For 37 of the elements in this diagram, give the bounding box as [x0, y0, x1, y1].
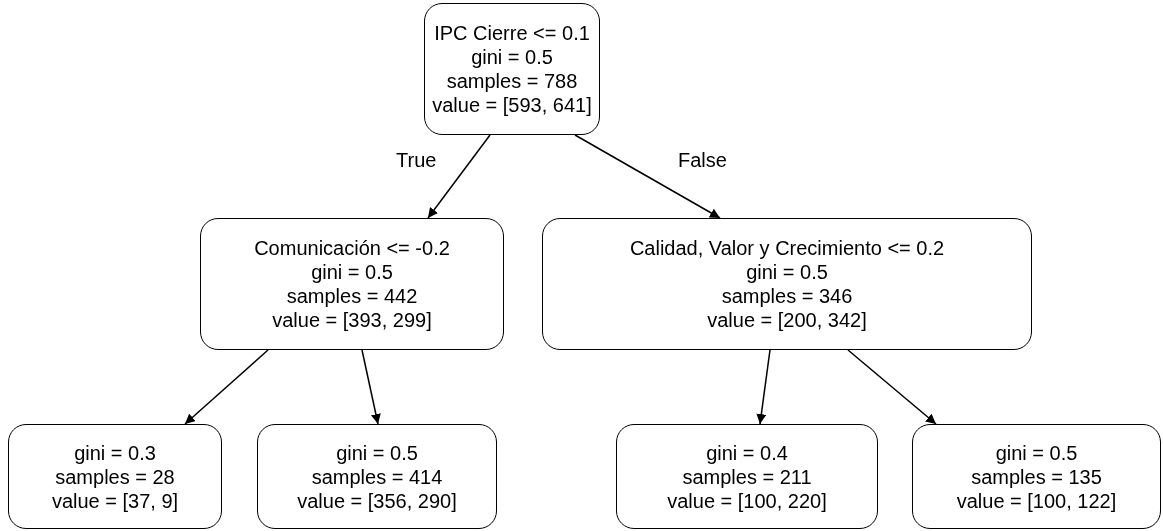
node-text: value = [200, 342] [707, 308, 867, 332]
decision-node-box [200, 218, 504, 350]
node-text: samples = 788 [446, 69, 578, 93]
node-text: value = [100, 122] [956, 488, 1117, 513]
node-text: value = [100, 220] [667, 488, 827, 513]
decision-node-box [912, 424, 1161, 529]
node-text: gini = 0.5 [471, 45, 553, 69]
node-text: samples = 28 [55, 464, 175, 489]
node-text: Comunicación <= -0.2 [254, 236, 450, 260]
node-text: gini = 0.5 [336, 440, 418, 465]
node-text: samples = 442 [286, 284, 418, 308]
decision-node-box [616, 424, 878, 529]
node-text: value = [593, 641] [432, 93, 592, 117]
decision-node-box [8, 424, 222, 529]
node-text: value = [37, 9] [51, 488, 179, 513]
arrow [184, 349, 269, 425]
decision-node-box [424, 3, 600, 135]
node-text: samples = 211 [682, 464, 812, 489]
node-text: gini = 0.4 [706, 440, 788, 465]
node-text: gini = 0.5 [746, 260, 828, 284]
arrow [756, 349, 771, 425]
node-text: samples = 346 [721, 284, 853, 308]
node-text: gini = 0.5 [995, 440, 1078, 465]
node-text: value = [393, 299] [272, 308, 432, 332]
node-text: gini = 0.3 [74, 440, 156, 465]
node-text: gini = 0.5 [311, 260, 393, 284]
node-text: Calidad, Valor y Crecimiento <= 0.2 [629, 236, 945, 260]
node-text: value = [356, 290] [297, 488, 457, 513]
node-text: IPC Cierre <= 0.1 [434, 21, 590, 45]
arrow [574, 134, 721, 219]
arrow [427, 134, 491, 219]
node-text: samples = 414 [311, 464, 443, 489]
arrow [847, 349, 937, 425]
decision-node-box [257, 424, 497, 529]
decision-node-box [542, 218, 1032, 350]
node-text: samples = 135 [971, 464, 1102, 489]
arrow [361, 349, 381, 425]
